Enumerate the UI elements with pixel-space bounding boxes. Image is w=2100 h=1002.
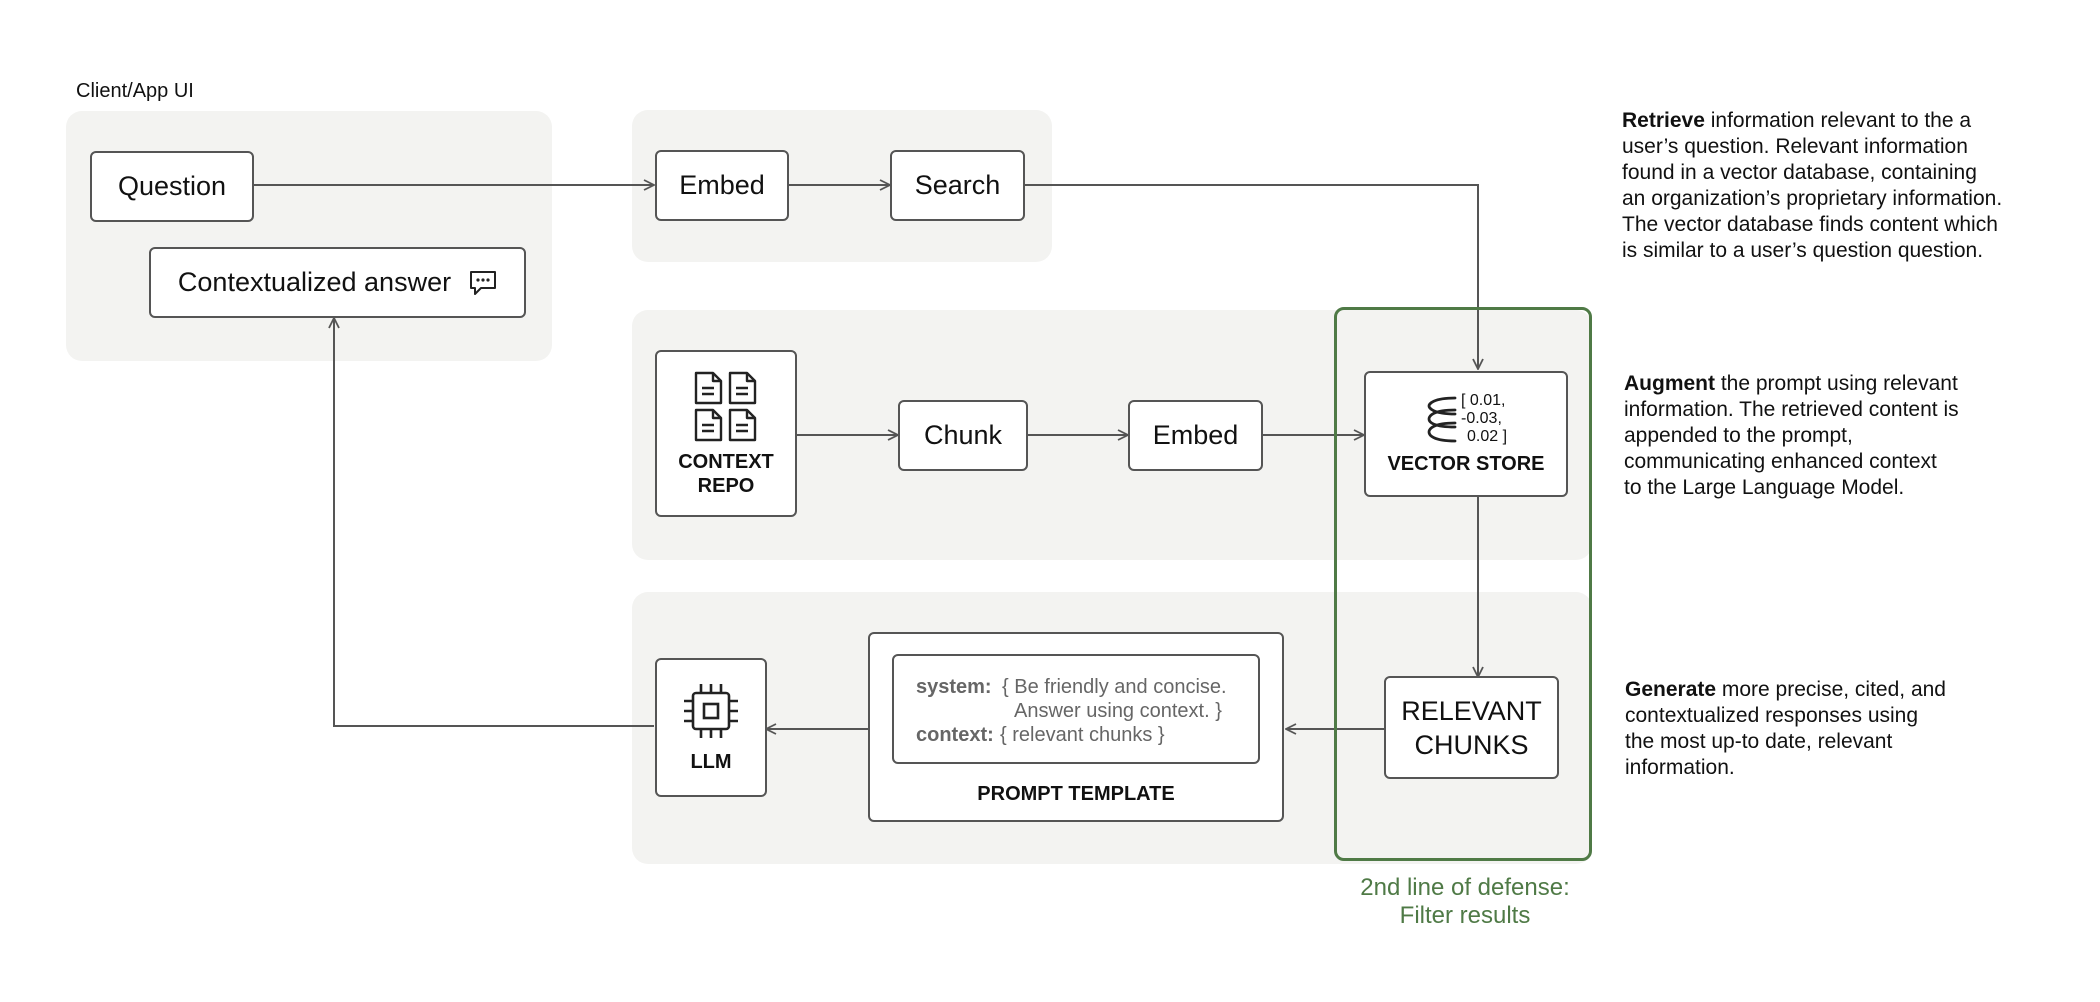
context-value: { relevant chunks } — [1000, 724, 1165, 746]
prompt-inner-box: system: { Be friendly and concise. Answe… — [892, 654, 1260, 764]
retrieve-description: Retrieve information relevant to the a u… — [1622, 109, 2003, 262]
search-box[interactable]: Search — [890, 150, 1025, 221]
relevant-chunks-box[interactable]: RELEVANT CHUNKS — [1384, 676, 1559, 779]
embed-mid-label: Embed — [1152, 420, 1239, 450]
llm-caption: LLM — [690, 750, 732, 773]
answer-label: Contextualized answer — [177, 267, 452, 297]
system-line1: { Be friendly and concise. — [1002, 676, 1227, 698]
chunk-box[interactable]: Chunk — [898, 400, 1028, 471]
system-key: system: — [916, 676, 992, 698]
embed-top-box[interactable]: Embed — [655, 150, 789, 221]
search-label: Search — [914, 170, 1001, 200]
vector-store-caption: VECTOR STORE — [1387, 453, 1545, 475]
embed-mid-box[interactable]: Embed — [1128, 400, 1263, 471]
relevant-chunks-line1: RELEVANT — [1401, 695, 1542, 726]
question-box[interactable]: Question — [90, 151, 254, 222]
chip-icon — [682, 682, 740, 740]
context-key: context: — [916, 724, 994, 746]
embed-top-label: Embed — [679, 170, 765, 200]
defense-label: 2nd line of defense: Filter results — [1360, 874, 1570, 929]
prompt-template-caption: PROMPT TEMPLATE — [977, 783, 1175, 805]
vector-values: [ 0.01, -0.03, 0.02 ] — [1460, 392, 1508, 445]
question-label: Question — [117, 171, 227, 201]
answer-box[interactable]: Contextualized answer — [149, 247, 526, 318]
prompt-template-box[interactable]: system: { Be friendly and concise. Answe… — [868, 632, 1284, 822]
system-line2: Answer using context. } — [1014, 700, 1222, 722]
chat-icon — [469, 270, 497, 296]
generate-keyword: Generate — [1625, 678, 1717, 701]
augment-keyword: Augment — [1624, 372, 1715, 395]
vector-store-box[interactable]: [ 0.01, -0.03, 0.02 ] VECTOR STORE — [1364, 371, 1568, 497]
context-repo-caption: CONTEXT REPO — [678, 450, 774, 497]
database-icon — [1425, 392, 1459, 446]
client-label: Client/App UI — [76, 80, 194, 102]
retrieve-keyword: Retrieve — [1622, 109, 1705, 132]
documents-icon — [693, 370, 759, 442]
context-repo-box[interactable]: CONTEXT REPO — [655, 350, 797, 517]
llm-box[interactable]: LLM — [655, 658, 767, 797]
chunk-label: Chunk — [923, 420, 1003, 450]
relevant-chunks-line2: CHUNKS — [1414, 729, 1529, 760]
augment-description: Augment the prompt using relevant inform… — [1624, 372, 1959, 499]
defense-frame — [1334, 307, 1592, 861]
generate-description: Generate more precise, cited, and contex… — [1625, 678, 1946, 779]
client-panel — [66, 111, 552, 361]
